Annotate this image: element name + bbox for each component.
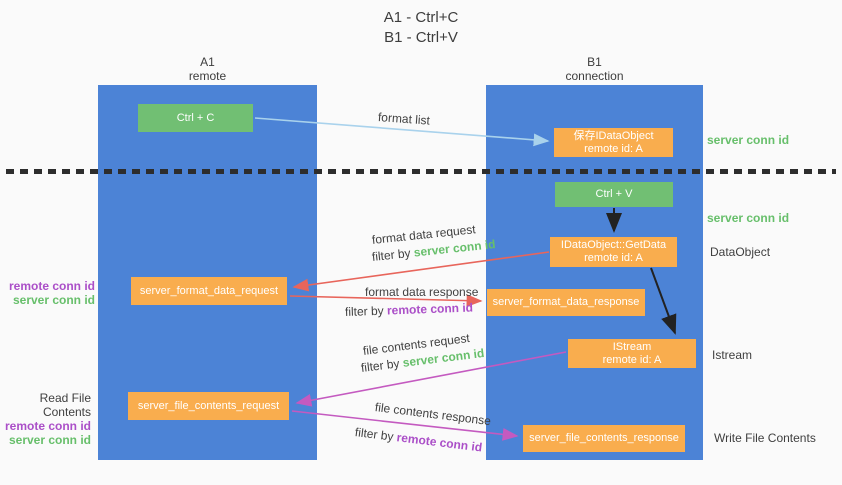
side-label-read-file-contents: Read File Contents (39, 391, 91, 419)
remote-conn-id-keyword: remote conn id (386, 300, 474, 318)
node-ctrl-v-label: Ctrl + V (595, 188, 633, 200)
lane-header-b1: B1 connection (486, 55, 703, 83)
lane-b1-name: B1 (587, 55, 602, 69)
side-label-server-conn-id-top: server conn id (707, 133, 790, 147)
dashed-divider (6, 169, 836, 174)
side-label-remote-conn-id: remote conn id (4, 419, 91, 433)
node-save-idataobject: 保存IDataObject remote id: A (554, 128, 673, 157)
arrow-format-data-request (292, 251, 550, 292)
filter-by-text: filter by (344, 303, 384, 319)
diagram-title: A1 - Ctrl+C B1 - Ctrl+V (0, 8, 842, 48)
node-server-format-data-response-label: server_format_data_response (492, 296, 640, 308)
node-idataobject-getdata: IDataObject::GetData remote id: A (550, 237, 677, 267)
node-istream: IStream remote id: A (568, 339, 696, 368)
node-server-file-contents-response: server_file_contents_response (523, 425, 685, 452)
lane-header-a1: A1 remote (98, 55, 317, 83)
lane-a1-subtitle: remote (188, 69, 227, 83)
node-ctrl-c-label: Ctrl + C (176, 111, 215, 124)
side-label-server-conn-id-mid: server conn id (707, 211, 790, 225)
lane-a1-name: A1 (200, 55, 215, 69)
side-label-remote-conn-id: remote conn id (8, 279, 95, 293)
lane-b1-subtitle: connection (565, 69, 624, 83)
node-istream-line1: IStream (612, 340, 652, 353)
arrow-format-data-response (289, 294, 483, 308)
side-group-conn-ids-top: remote conn id server conn id (9, 279, 95, 307)
side-label-dataobject: DataObject (710, 245, 771, 259)
arrow-file-contents-request (295, 351, 567, 407)
side-group-read-file-contents: Read File Contents remote conn id server… (0, 391, 91, 447)
node-server-format-data-request-label: server_format_data_request (139, 284, 279, 297)
node-idataobject-getdata-line2: remote id: A (584, 252, 643, 264)
node-save-idataobject-line1: 保存IDataObject (573, 129, 654, 142)
node-idataobject-getdata-line1: IDataObject::GetData (560, 239, 667, 251)
side-label-write-file-contents: Write File Contents (714, 431, 816, 445)
node-istream-line2: remote id: A (602, 353, 662, 366)
arrow-format-list (254, 117, 550, 147)
node-server-format-data-request: server_format_data_request (131, 277, 287, 305)
title-line-1: A1 - Ctrl+C (383, 9, 459, 26)
side-label-server-conn-id: server conn id (8, 433, 91, 447)
node-server-file-contents-request-label: server_file_contents_request (137, 399, 280, 412)
edge-label-format-data-response: format data response (365, 285, 479, 299)
node-save-idataobject-line2: remote id: A (584, 142, 643, 155)
side-label-istream: Istream (712, 348, 753, 362)
arrow-file-contents-response (291, 410, 519, 441)
title-line-2: B1 - Ctrl+V (384, 29, 458, 46)
node-server-file-contents-response-label: server_file_contents_response (529, 432, 679, 444)
side-label-server-conn-id: server conn id (12, 293, 95, 307)
node-ctrl-v: Ctrl + V (555, 182, 673, 207)
arrow-getdata-to-istream (650, 267, 677, 335)
node-server-file-contents-request: server_file_contents_request (128, 392, 289, 420)
node-ctrl-c: Ctrl + C (138, 104, 253, 132)
node-server-format-data-response: server_format_data_response (487, 289, 645, 316)
